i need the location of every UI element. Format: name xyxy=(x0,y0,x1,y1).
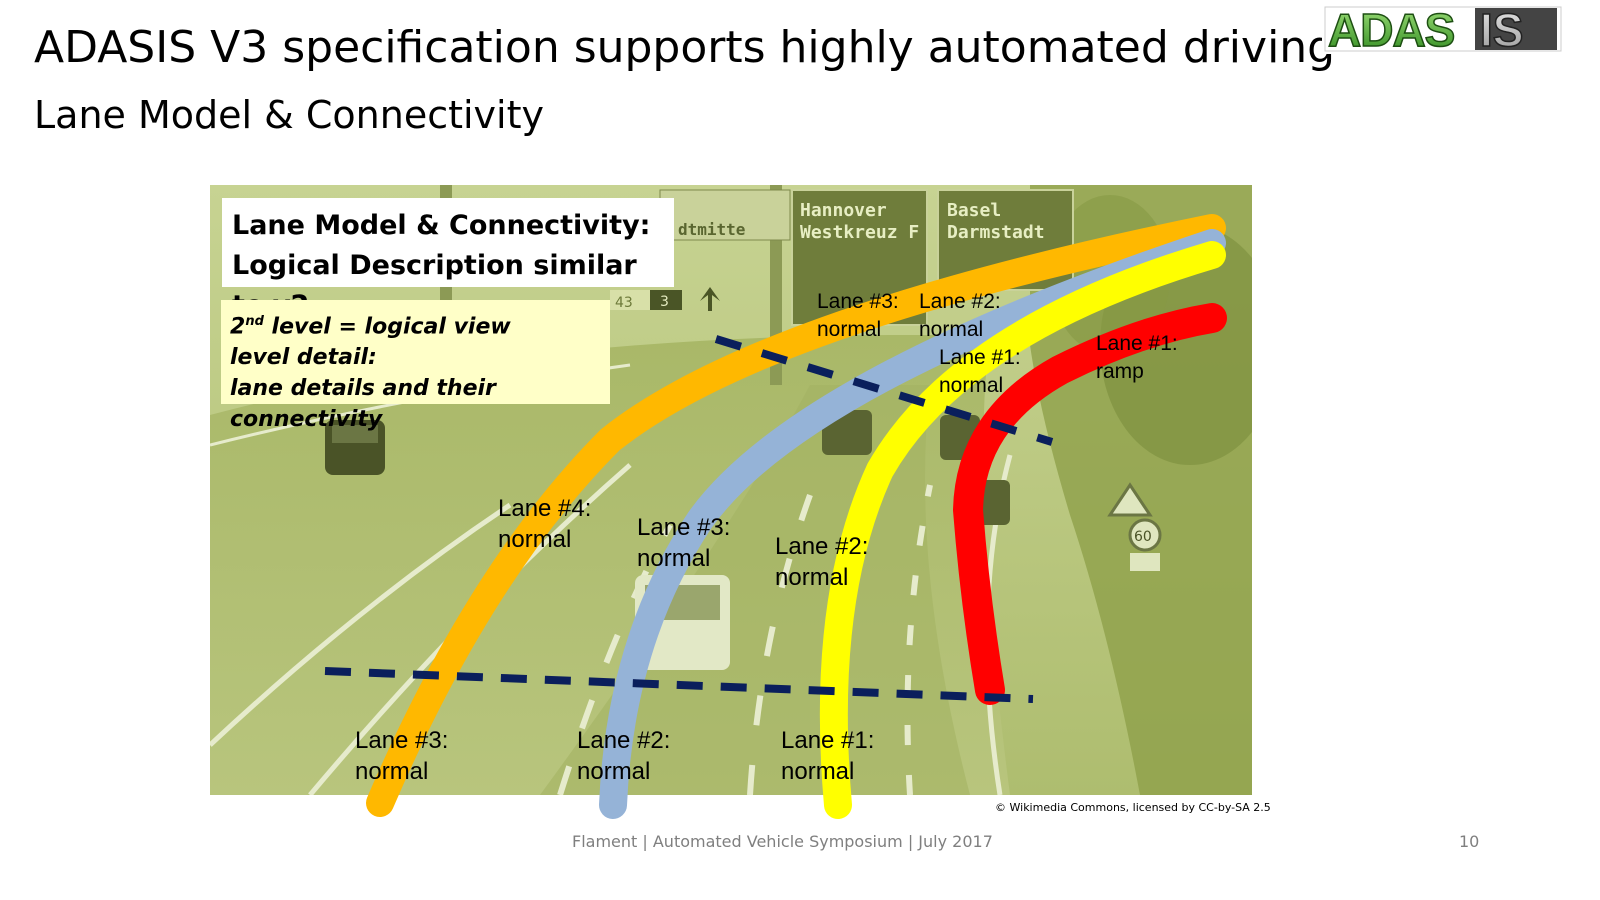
sign-basel: Basel xyxy=(947,200,1001,221)
slide-title: ADASIS V3 specification supports highly … xyxy=(34,22,1336,73)
callout-logical-description: Lane Model & Connectivity: Logical Descr… xyxy=(222,198,674,321)
slide-footer: Flament | Automated Vehicle Symposium | … xyxy=(572,832,993,851)
slide-subtitle: Lane Model & Connectivity xyxy=(34,93,544,137)
level-superscript: nd xyxy=(245,314,264,329)
sign-partial-text: dtmitte xyxy=(678,220,745,239)
level-number: 2 xyxy=(230,314,246,340)
callout-second-level: 2nd level = logical view level detail: l… xyxy=(221,300,610,432)
adasis-logo: ADAS IS xyxy=(1322,4,1564,54)
sign-hannover: Hannover xyxy=(800,200,887,221)
callout-level-line-1: 2nd level = logical view xyxy=(230,306,610,342)
lane-label-middle-3: Lane #3:normal xyxy=(637,514,731,572)
speed-sign-60: 60 xyxy=(1134,529,1152,545)
lane-label-top-2: Lane #2:normal xyxy=(919,290,1001,341)
sign-westkreuz: Westkreuz F xyxy=(800,222,919,243)
page-number: 10 xyxy=(1459,832,1480,851)
callout-line-1: Lane Model & Connectivity: xyxy=(232,210,651,241)
lane-label-bottom-2: Lane #2:normal xyxy=(577,727,671,785)
lane-label-top-3: Lane #3:normal xyxy=(817,290,899,341)
lane-label-middle-2: Lane #2:normal xyxy=(775,533,869,591)
callout-level-line-2: level detail: xyxy=(230,345,377,371)
lane-label-bottom-1: Lane #1:normal xyxy=(781,727,875,785)
image-credit: © Wikimedia Commons, licensed by CC-by-S… xyxy=(995,801,1271,814)
callout-level-line-3: lane details and their connectivity xyxy=(230,376,496,433)
level-text: level = logical view xyxy=(263,314,511,340)
lane-label-top-1: Lane #1:normal xyxy=(939,346,1021,397)
sign-darmstadt: Darmstadt xyxy=(947,222,1045,243)
svg-text:IS: IS xyxy=(1480,4,1523,54)
lane-label-middle-4: Lane #4:normal xyxy=(498,495,592,553)
lane-label-top-ramp: Lane #1:ramp xyxy=(1096,332,1178,383)
lane-label-bottom-3: Lane #3:normal xyxy=(355,727,449,785)
svg-text:ADAS: ADAS xyxy=(1328,4,1454,54)
